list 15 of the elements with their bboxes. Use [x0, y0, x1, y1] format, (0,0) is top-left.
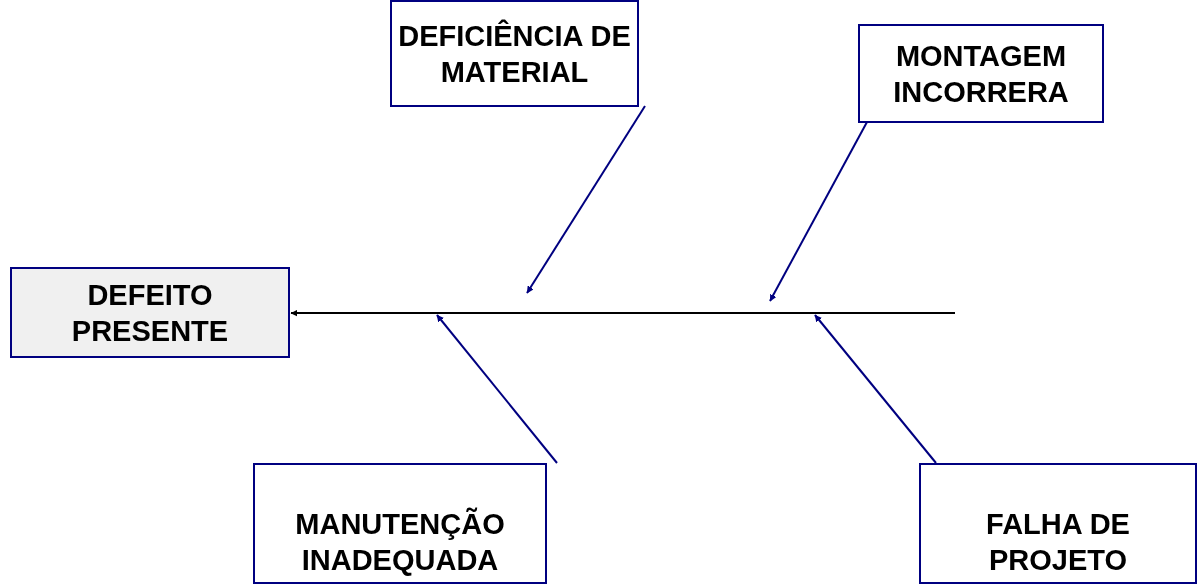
arrow: [436, 314, 558, 464]
box-label: FALHA DE PROJETO: [985, 507, 1131, 578]
arrow: [814, 314, 937, 464]
cause-box: [390, 0, 639, 107]
cause-box: [858, 24, 1104, 123]
cause-box: [919, 463, 1197, 584]
cause-box: [253, 463, 547, 584]
box-label: DEFEITO PRESENTE: [70, 277, 230, 349]
box-label: MANUTENÇÃO INADEQUADA: [294, 506, 506, 578]
box-label: DEFICIÊNCIA DE MATERIAL: [397, 18, 632, 90]
effect-box: [10, 267, 290, 358]
box-label: MONTAGEM INCORRERA: [892, 38, 1070, 110]
arrow: [526, 105, 646, 294]
arrow: [769, 121, 868, 302]
arrow: [290, 307, 956, 319]
